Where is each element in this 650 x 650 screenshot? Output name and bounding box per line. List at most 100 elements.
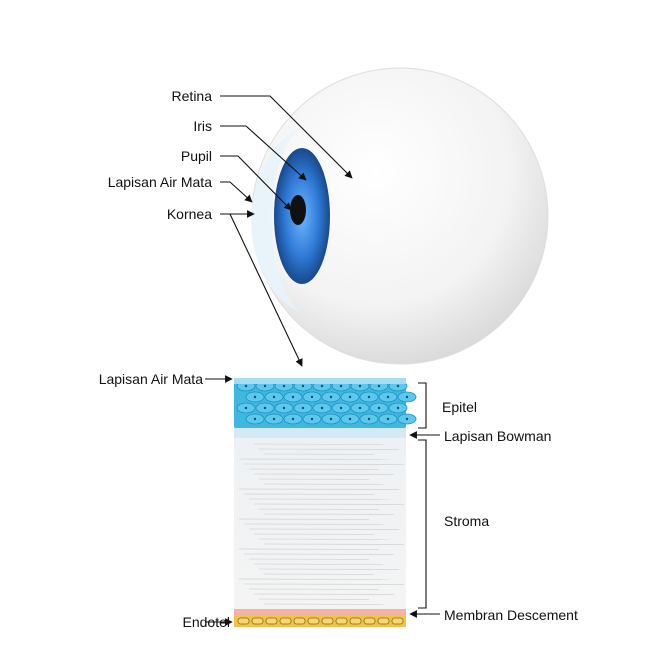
endothelial-cell [265,617,278,625]
cell-nucleus [348,395,352,399]
descemet-label: Membran Descement [444,607,578,623]
cell-nucleus [339,384,343,388]
stroma-fiber [253,593,395,595]
bowman-layer [234,428,406,438]
cell-nucleus [244,406,248,410]
stroma-fiber [248,528,400,530]
stroma-fiber [238,578,390,580]
endothelial-cell [251,617,264,625]
cell-nucleus [253,417,257,421]
stroma-fiber [243,463,405,465]
cell-nucleus [348,417,352,421]
cornea-dome [251,128,300,312]
cell-nucleus [367,417,371,421]
cell-nucleus [272,417,276,421]
cell-nucleus [291,395,295,399]
leader-lines [205,95,440,626]
cell-nucleus [310,417,314,421]
endothelial-cell [279,617,292,625]
cell-nucleus [282,384,286,388]
endothelial-cell [377,617,390,625]
stroma-fiber [258,598,370,600]
pupil-label: Pupil [180,148,212,164]
cornea-section [234,378,417,627]
cell-nucleus [301,384,305,388]
cell-nucleus [272,395,276,399]
tear-film-layer [234,378,406,384]
endothelium-label: Endotel [182,614,230,630]
retina-label: Retina [171,88,212,104]
stroma-fiber [243,523,385,525]
cell-nucleus [377,406,381,410]
cell-nucleus [377,384,381,388]
cell-nucleus [263,384,267,388]
endothelial-cell [335,617,348,625]
stroma-fiber [243,553,395,555]
cell-nucleus [367,395,371,399]
stroma-fiber [253,503,405,505]
endothelial-cell [293,617,306,625]
cell-nucleus [282,406,286,410]
stroma-fiber [248,498,390,500]
iris-label: Iris [193,118,212,134]
stroma-fiber [243,583,405,585]
pupil [290,195,306,225]
endothelial-cell [237,617,250,625]
stroma-fiber [253,563,385,565]
endothelial-cell [349,617,362,625]
cell-nucleus [310,395,314,399]
cell-nucleus [320,406,324,410]
stroma-fiber [253,473,395,475]
cornea-label: Kornea [166,206,212,222]
endothelium-layer [234,616,406,627]
cell-nucleus [329,395,333,399]
descemet-layer [234,609,406,616]
stroma-fiber [258,448,400,450]
stroma-fiber [253,533,375,535]
stroma-fiber [243,493,375,495]
eyeball [251,67,549,365]
endothelial-cell [307,617,320,625]
stroma-fiber [263,573,375,575]
tear-film-label: Lapisan Air Mata [107,174,212,190]
cell-nucleus [358,384,362,388]
stroma-fiber [263,513,395,515]
cell-nucleus [386,395,390,399]
stroma-fiber [238,518,370,520]
stroma-fiber [248,468,380,470]
cell-nucleus [358,406,362,410]
cell-nucleus [253,395,257,399]
cell-nucleus [396,384,400,388]
stroma-fiber [258,478,370,480]
cell-nucleus [405,395,409,399]
stroma-fiber [258,538,390,540]
endothelial-cell [321,617,334,625]
stroma-fiber [263,543,405,545]
cell-nucleus [291,417,295,421]
cell-nucleus [244,384,248,388]
stroma-fiber [263,603,385,605]
stroma-fiber [253,443,385,445]
cell-nucleus [386,417,390,421]
cell-nucleus [320,384,324,388]
section-tear-film-label: Lapisan Air Mata [98,371,203,387]
cell-nucleus [396,406,400,410]
epithelium-label: Epitel [442,399,478,415]
stroma-fiber [238,458,390,460]
endothelial-cell [363,617,376,625]
cell-nucleus [339,406,343,410]
stroma-fiber [258,568,400,570]
stroma-label: Stroma [444,513,490,529]
stroma-fiber [238,548,380,550]
endothelial-cell [391,617,404,625]
stroma-fiber [258,508,380,510]
stroma-fiber [248,588,380,590]
bowman-label: Lapisan Bowman [444,428,552,444]
cell-nucleus [301,406,305,410]
stroma-fiber [263,453,375,455]
stroma-fiber [263,483,385,485]
stroma-fiber [238,488,400,490]
cell-nucleus [329,417,333,421]
